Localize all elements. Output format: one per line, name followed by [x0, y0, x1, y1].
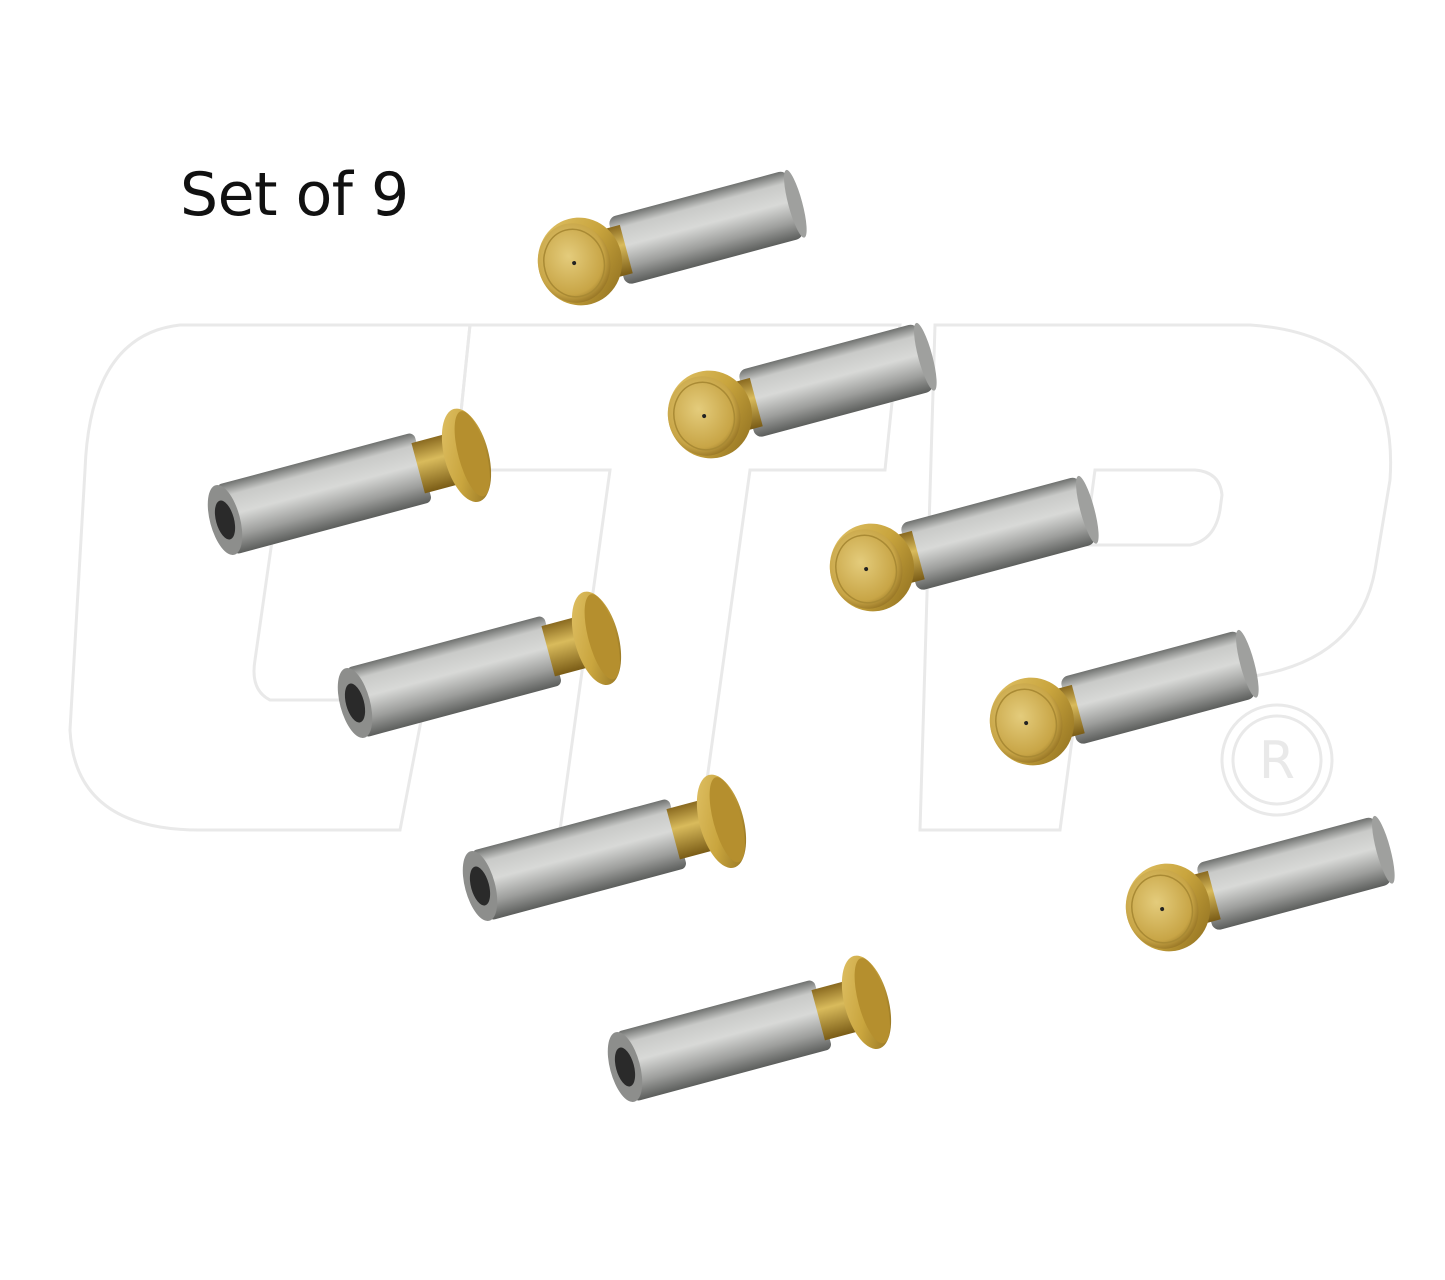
piston-p2 [667, 322, 937, 459]
piston-p7 [337, 591, 622, 738]
piston-p1 [537, 169, 807, 306]
piston-p5 [1125, 815, 1395, 952]
piston-p6 [207, 408, 492, 555]
piston-p8 [462, 774, 747, 921]
registered-trademark-icon [1220, 703, 1334, 817]
piston-p9 [607, 955, 892, 1102]
caption-set-count: Set of 9 [180, 160, 409, 230]
piston-p4 [989, 629, 1259, 766]
svg-text:R: R [1259, 731, 1295, 791]
piston-p3 [829, 475, 1099, 612]
